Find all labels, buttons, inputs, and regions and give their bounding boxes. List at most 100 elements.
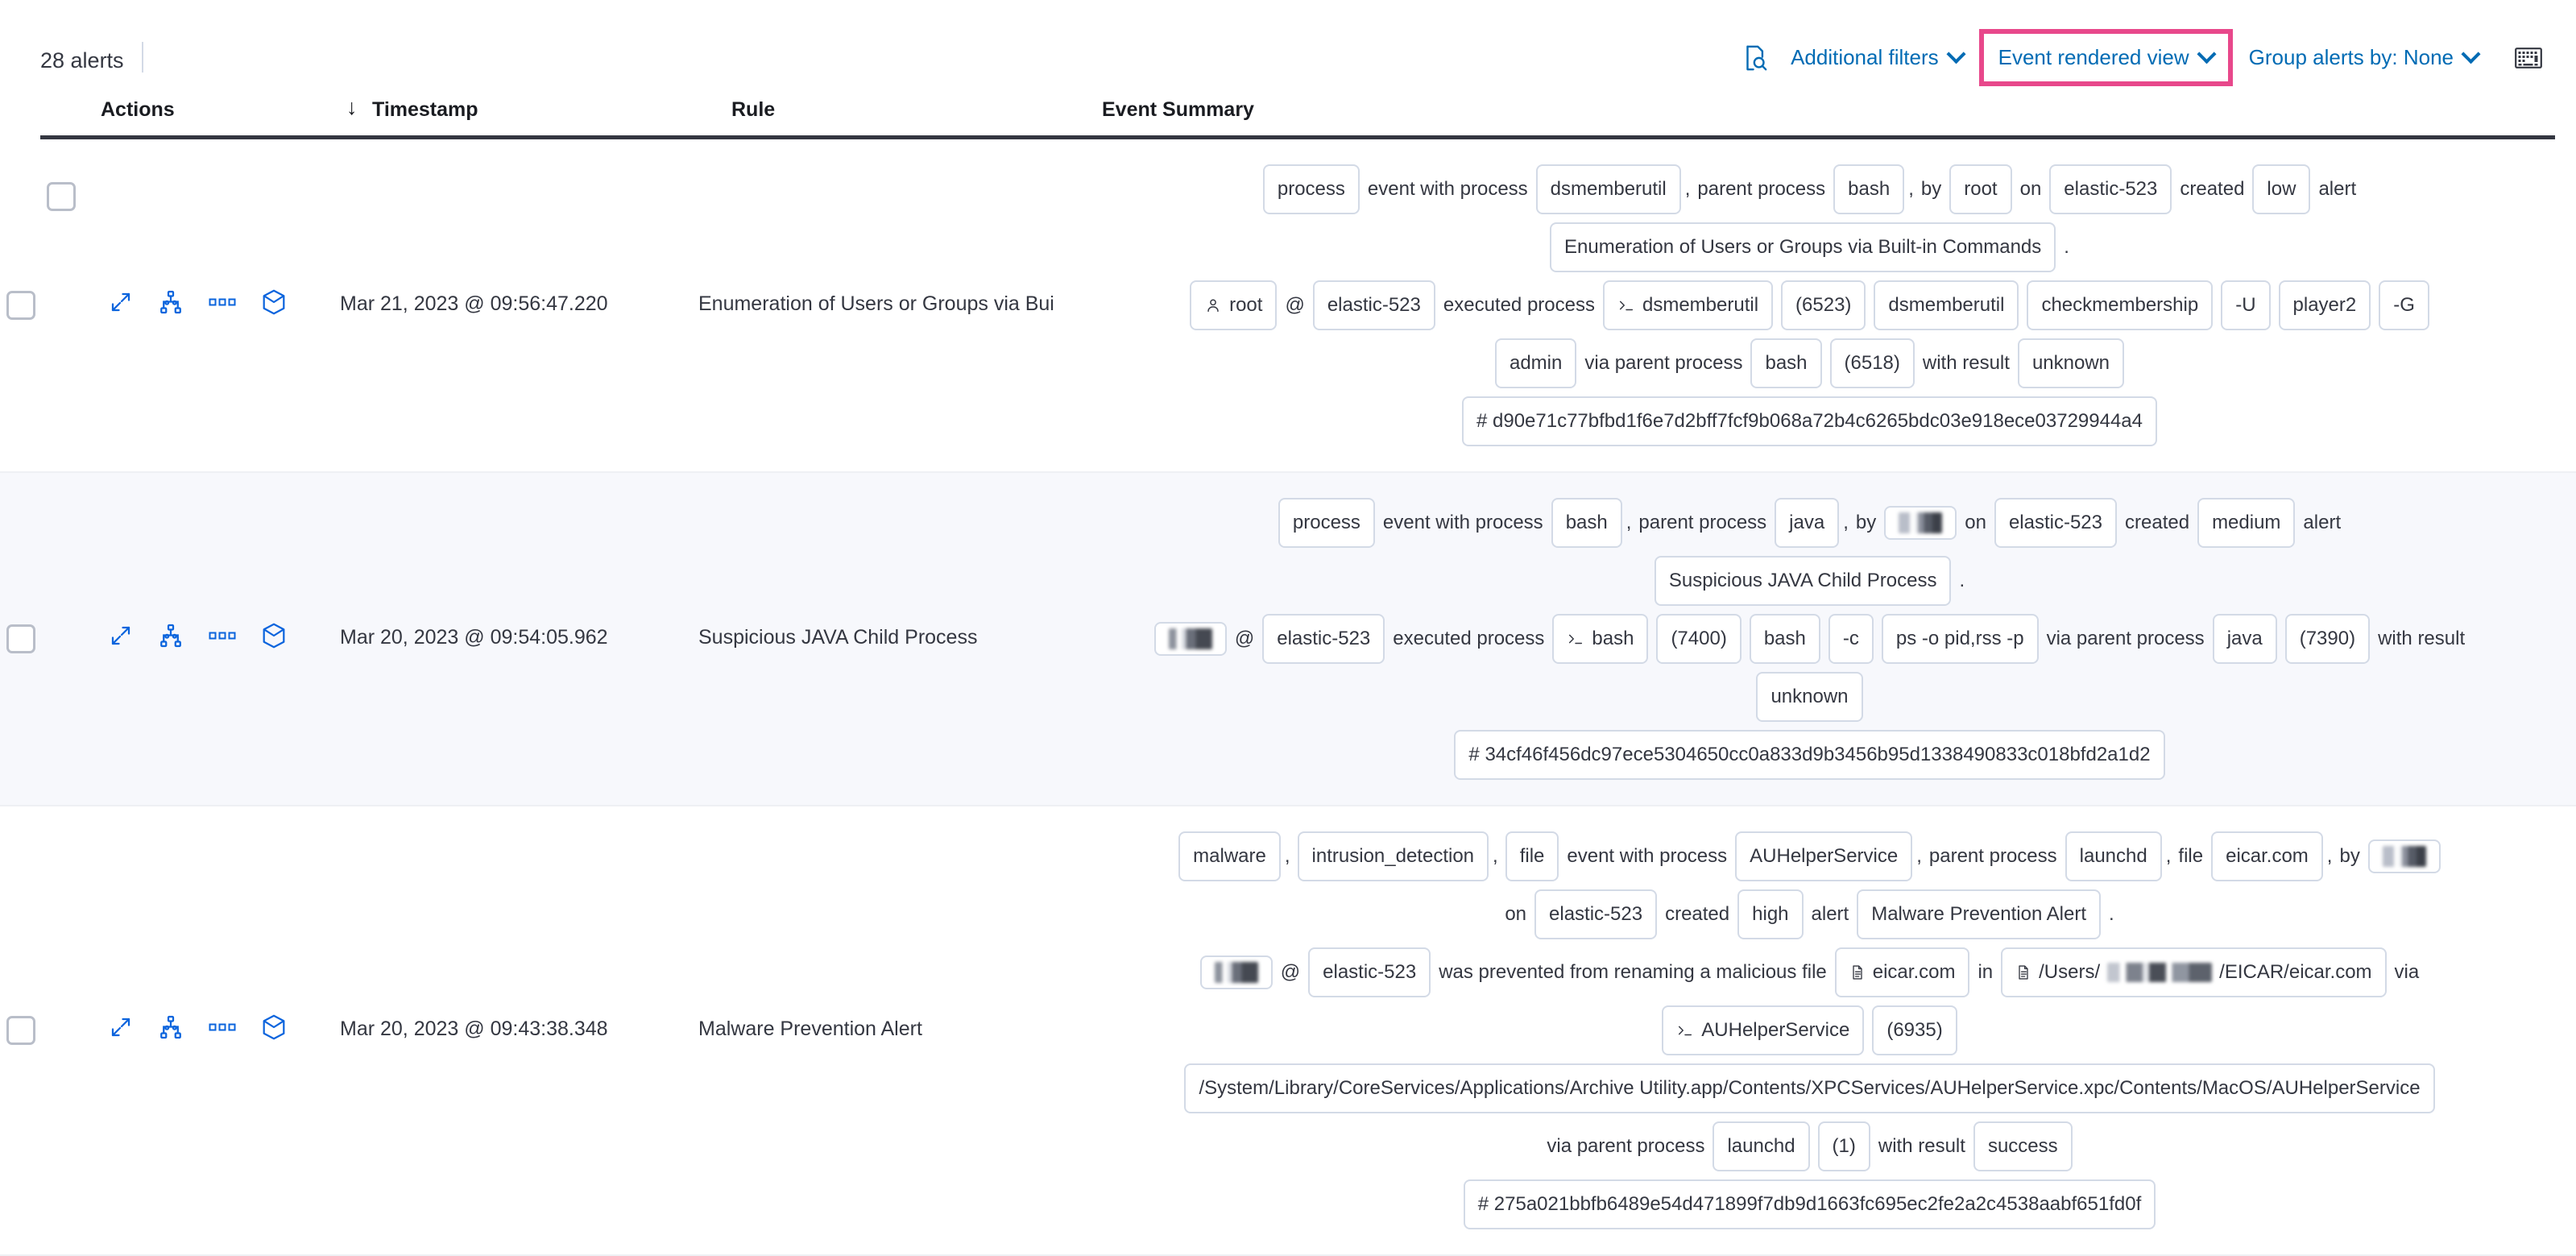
summary-punctuation: , — [1493, 845, 1498, 867]
summary-field-badge[interactable]: checkmembership — [2027, 280, 2214, 330]
additional-filters-button[interactable]: Additional filters — [1776, 40, 1978, 75]
summary-field-badge[interactable]: Malware Prevention Alert — [1857, 889, 2101, 939]
summary-field-badge[interactable] — [1153, 622, 1227, 656]
summary-field-badge[interactable]: (6518) — [1829, 338, 1915, 388]
summary-field-badge[interactable]: bash — [1833, 164, 1905, 214]
summary-field-badge[interactable]: malware — [1178, 831, 1281, 881]
summary-field-badge[interactable]: player2 — [2278, 280, 2371, 330]
sort-direction-icon[interactable]: ↓ — [346, 95, 358, 119]
summary-text: by — [1855, 512, 1877, 533]
summary-punctuation: , — [1684, 178, 1691, 200]
summary-field-badge[interactable]: process — [1278, 498, 1375, 548]
summary-field-badge[interactable]: /Users//EICAR/eicar.com — [2001, 947, 2387, 997]
summary-field-badge[interactable]: Suspicious JAVA Child Process — [1654, 556, 1952, 606]
group-alerts-by-button[interactable]: Group alerts by: None — [2234, 40, 2492, 75]
summary-field-badge[interactable]: file — [1505, 831, 1559, 881]
expand-icon[interactable] — [109, 290, 133, 314]
row-select-checkbox[interactable] — [6, 1016, 35, 1045]
summary-text: created — [2180, 178, 2245, 200]
summary-field-badge[interactable]: (6523) — [1781, 280, 1866, 330]
row-actions-cell — [89, 139, 326, 471]
file-icon — [1849, 964, 1866, 981]
summary-field-badge[interactable]: # 275a021bbfb6489e54d471899f7db9d1663fc6… — [1463, 1179, 2156, 1229]
summary-field-badge[interactable]: bash — [1551, 498, 1622, 548]
summary-text: parent process — [1697, 178, 1826, 200]
analyzer-cube-icon[interactable] — [262, 1014, 286, 1040]
summary-field-badge[interactable]: ps -o pid,rss -p — [1881, 614, 2039, 664]
badge-label: Malware Prevention Alert — [1871, 903, 2086, 925]
summary-field-badge[interactable]: bash — [1749, 614, 1820, 664]
summary-field-badge[interactable]: unknown — [1756, 672, 1863, 722]
summary-field-badge[interactable]: medium — [2197, 498, 2296, 548]
summary-field-badge[interactable]: (7400) — [1656, 614, 1741, 664]
summary-field-badge[interactable]: root — [1190, 280, 1278, 330]
summary-field-badge[interactable]: root — [1949, 164, 2012, 214]
summary-field-badge[interactable]: -c — [1828, 614, 1874, 664]
summary-field-badge[interactable]: bash — [1750, 338, 1822, 388]
select-all-checkbox[interactable] — [47, 182, 76, 211]
summary-field-badge[interactable] — [1199, 955, 1273, 989]
summary-field-badge[interactable]: AUHelperService — [1735, 831, 1913, 881]
column-header-event-summary[interactable]: Event Summary — [1102, 98, 1254, 121]
summary-field-badge[interactable]: # 34cf46f456dc97ece5304650cc0a833d9b3456… — [1454, 730, 2165, 780]
summary-field-badge[interactable] — [2367, 839, 2441, 873]
summary-field-badge[interactable]: intrusion_detection — [1297, 831, 1489, 881]
summary-field-badge[interactable]: dsmemberutil — [1874, 280, 2019, 330]
summary-field-badge[interactable]: (1) — [1817, 1121, 1870, 1171]
column-header-timestamp[interactable]: Timestamp — [372, 98, 478, 121]
summary-field-badge[interactable] — [1884, 506, 1957, 540]
summary-field-badge[interactable]: unknown — [2017, 338, 2125, 388]
summary-field-badge[interactable]: elastic-523 — [1312, 280, 1435, 330]
more-actions-icon[interactable] — [209, 296, 236, 309]
summary-field-badge[interactable]: elastic-523 — [1262, 614, 1385, 664]
summary-field-badge[interactable]: launchd — [2065, 831, 2162, 881]
summary-field-badge[interactable]: Enumeration of Users or Groups via Built… — [1550, 222, 2056, 272]
summary-field-badge[interactable]: (7390) — [2284, 614, 2371, 664]
expand-icon[interactable] — [109, 1015, 133, 1039]
summary-field-badge[interactable]: launchd — [1713, 1121, 1810, 1171]
summary-field-badge[interactable]: success — [1973, 1121, 2073, 1171]
summary-field-badge[interactable]: elastic-523 — [1994, 498, 2117, 548]
badge-label: bash — [1848, 178, 1891, 200]
row-select-checkbox[interactable] — [6, 624, 35, 653]
summary-field-badge[interactable]: elastic-523 — [1534, 889, 1658, 939]
more-actions-icon[interactable] — [209, 1021, 236, 1034]
summary-field-badge[interactable]: AUHelperService — [1662, 1005, 1865, 1055]
keyboard-shortcuts-button[interactable] — [2492, 47, 2565, 68]
event-rendered-view-button[interactable]: Event rendered view — [1978, 29, 2233, 86]
summary-field-badge[interactable]: elastic-523 — [1308, 947, 1431, 997]
analyzer-cube-icon[interactable] — [262, 289, 286, 315]
summary-field-badge[interactable]: java — [2212, 614, 2277, 664]
summary-field-badge[interactable]: /System/Library/CoreServices/Application… — [1184, 1063, 2435, 1113]
summary-field-badge[interactable]: admin — [1494, 338, 1577, 388]
summary-field-badge[interactable]: java — [1775, 498, 1840, 548]
summary-field-badge[interactable]: high — [1737, 889, 1804, 939]
session-view-icon[interactable] — [159, 624, 183, 648]
session-view-icon[interactable] — [159, 290, 183, 314]
summary-field-badge[interactable]: low — [2252, 164, 2311, 214]
row-select-checkbox[interactable] — [6, 291, 35, 320]
summary-punctuation: , — [1916, 845, 1922, 867]
summary-field-badge[interactable]: process — [1262, 164, 1360, 214]
summary-field-badge[interactable]: elastic-523 — [2049, 164, 2172, 214]
summary-field-badge[interactable]: -G — [2379, 280, 2429, 330]
summary-field-badge[interactable]: dsmemberutil — [1535, 164, 1681, 214]
summary-field-badge[interactable]: -U — [2221, 280, 2271, 330]
summary-field-badge[interactable]: bash — [1552, 614, 1649, 664]
summary-field-badge[interactable]: (6935) — [1872, 1005, 1957, 1055]
session-view-icon[interactable] — [159, 1015, 183, 1039]
analyzer-cube-icon[interactable] — [262, 623, 286, 649]
summary-field-badge[interactable]: # d90e71c77bfbd1f6e7d2bff7fcf9b068a72b4c… — [1461, 396, 2157, 446]
summary-field-badge[interactable]: eicar.com — [2211, 831, 2323, 881]
summary-field-badge[interactable]: eicar.com — [1834, 947, 1970, 997]
more-actions-icon[interactable] — [209, 629, 236, 642]
badge-label: admin — [1509, 352, 1563, 374]
expand-icon[interactable] — [109, 624, 133, 648]
summary-field-badge[interactable]: dsmemberutil — [1602, 280, 1774, 330]
inspect-query-icon[interactable] — [1733, 36, 1776, 80]
column-header-rule[interactable]: Rule — [731, 98, 776, 121]
